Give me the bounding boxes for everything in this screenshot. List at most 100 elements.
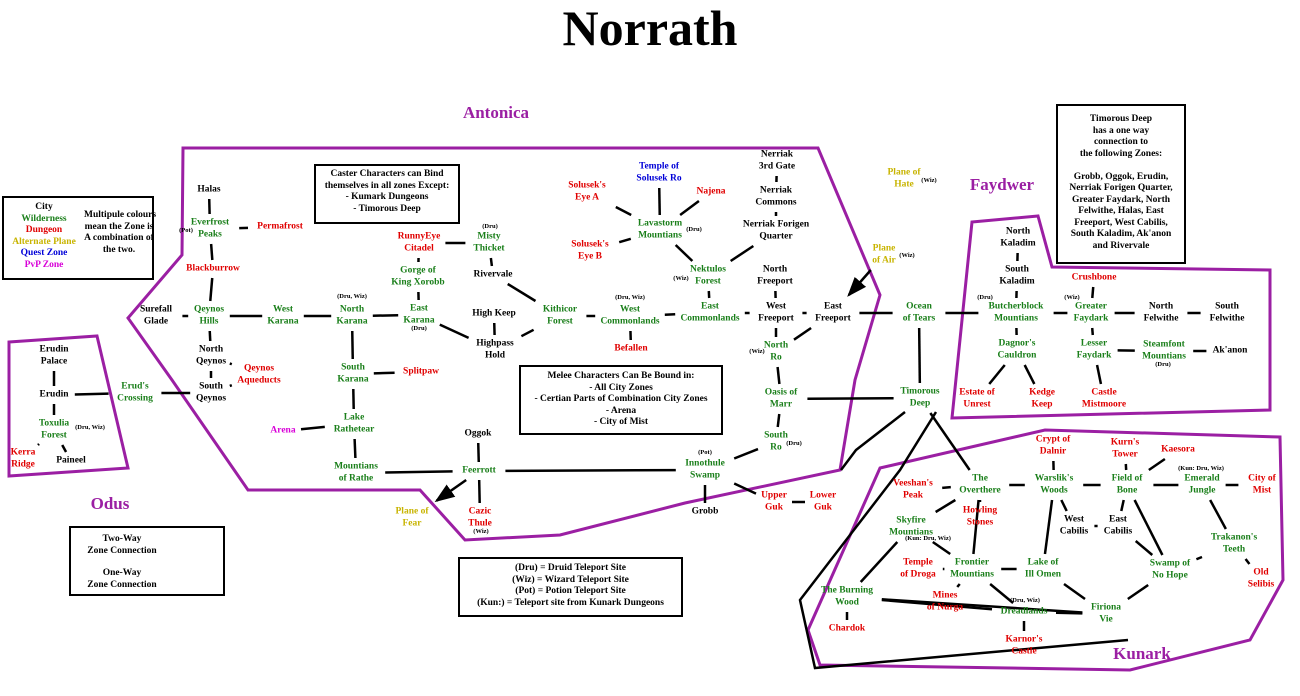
zone-label-line: Toxulia (38, 418, 70, 429)
zone-label-line: Howling (962, 505, 998, 516)
zone-label-line: Ill Omen (1024, 569, 1062, 579)
zone-label-line: Mountians (950, 569, 994, 579)
zone-label-line: Oggok (464, 428, 492, 439)
zone-connection (1195, 555, 1203, 561)
zone-label-line: Bone (1116, 485, 1138, 495)
zone-label-line: West (765, 301, 787, 312)
note-line: - City of Mist (593, 417, 649, 427)
zone-connection (300, 425, 325, 431)
zone-connection (353, 438, 357, 459)
zone-connection (385, 470, 453, 474)
zone-connection (476, 442, 481, 463)
zone-label-line: Najena (696, 186, 726, 197)
zone-label-line: Mistmoore (1081, 399, 1127, 409)
legend-item-wilderness: Wilderness (21, 213, 67, 224)
zone-label-line: of Droga (900, 569, 936, 579)
zone-label-line: Hills (199, 316, 219, 326)
zone-label-line: Teeth (1222, 544, 1246, 554)
note-line: Freeport, West Cabilis, (1074, 217, 1168, 228)
teleport-tag: (Dru) (786, 440, 802, 447)
note-line: (Dru) = Druid Teleport Site (515, 563, 626, 573)
zone-label-line: Overthere (959, 485, 1001, 495)
zone-label-line: Halas (197, 184, 221, 195)
zone-label-line: Ak'anon (1212, 345, 1248, 356)
zone-label-line: Mountians (994, 313, 1038, 323)
zone-label-line: Fear (402, 518, 422, 528)
zone-label-line: Firiona (1090, 602, 1122, 613)
zone-connection (793, 326, 812, 341)
zone-label-line: Solusek's (568, 180, 606, 191)
zone-label-line: Highpass (476, 338, 514, 349)
zone-connection (934, 498, 957, 514)
zone-label-line: Qeynos (195, 356, 227, 366)
zone-label-line: Mountians (1142, 351, 1186, 361)
zone-connection (1043, 499, 1054, 555)
teleport-tag: (Dru) (686, 226, 702, 233)
zone-label-line: Cauldron (997, 350, 1037, 360)
zone-label-line: Lake of (1027, 557, 1059, 568)
odus-border (7, 334, 130, 478)
zone-label-line: Commonlands (680, 313, 740, 323)
zone-label-line: Mountians (889, 527, 933, 537)
zone-connection (209, 243, 214, 261)
zone-connection (989, 583, 1014, 604)
zone-connection (956, 583, 961, 588)
teleport-tag: (Dru) (977, 294, 993, 301)
zone-label-line: of Rathe (338, 473, 374, 483)
zone-label-line: Lesser (1080, 338, 1108, 349)
region-label-r-faydwer: Faydwer (969, 175, 1035, 194)
zone-label-line: Forest (547, 316, 573, 326)
zone-label-line: Cabilis (1059, 526, 1089, 536)
note-line: One-Way (102, 568, 142, 578)
zone-connection (507, 282, 537, 303)
note-line: Melee Characters Can Be Bound in: (547, 371, 695, 381)
zone-connection (776, 413, 781, 428)
note-line: (Pot) = Potion Teleport Site (515, 586, 626, 596)
teleport-tag: (Dru) (1155, 361, 1171, 368)
kunark-border (806, 428, 1285, 672)
zone-label-line: East (1109, 514, 1127, 525)
zone-label-line: Kaladim (999, 276, 1035, 286)
zone-label-line: West (619, 304, 641, 315)
zone-label-line: Hate (894, 179, 914, 189)
zone-label-line: Castle (1011, 646, 1037, 656)
zone-label-line: Plane (872, 243, 896, 254)
zone-label-line: Ro (770, 352, 782, 362)
zone-label-line: Blackburrow (186, 263, 240, 274)
zone-feerrott: Feerrott (462, 465, 496, 477)
zone-label-line: Kithicor (542, 304, 578, 315)
teleport-tag: (Wiz) (899, 252, 915, 259)
zone-label-line: Swamp of (1149, 558, 1191, 569)
teleport-legend: (Dru) = Druid Teleport Site(Wiz) = Wizar… (458, 557, 683, 617)
note-line: A combination of (84, 233, 154, 243)
zone-label-line: Steamfont (1143, 339, 1185, 350)
zone-label-line: North (763, 340, 789, 351)
zone-label-line: Eye B (577, 251, 602, 261)
zone-label-line: Peak (902, 490, 924, 500)
